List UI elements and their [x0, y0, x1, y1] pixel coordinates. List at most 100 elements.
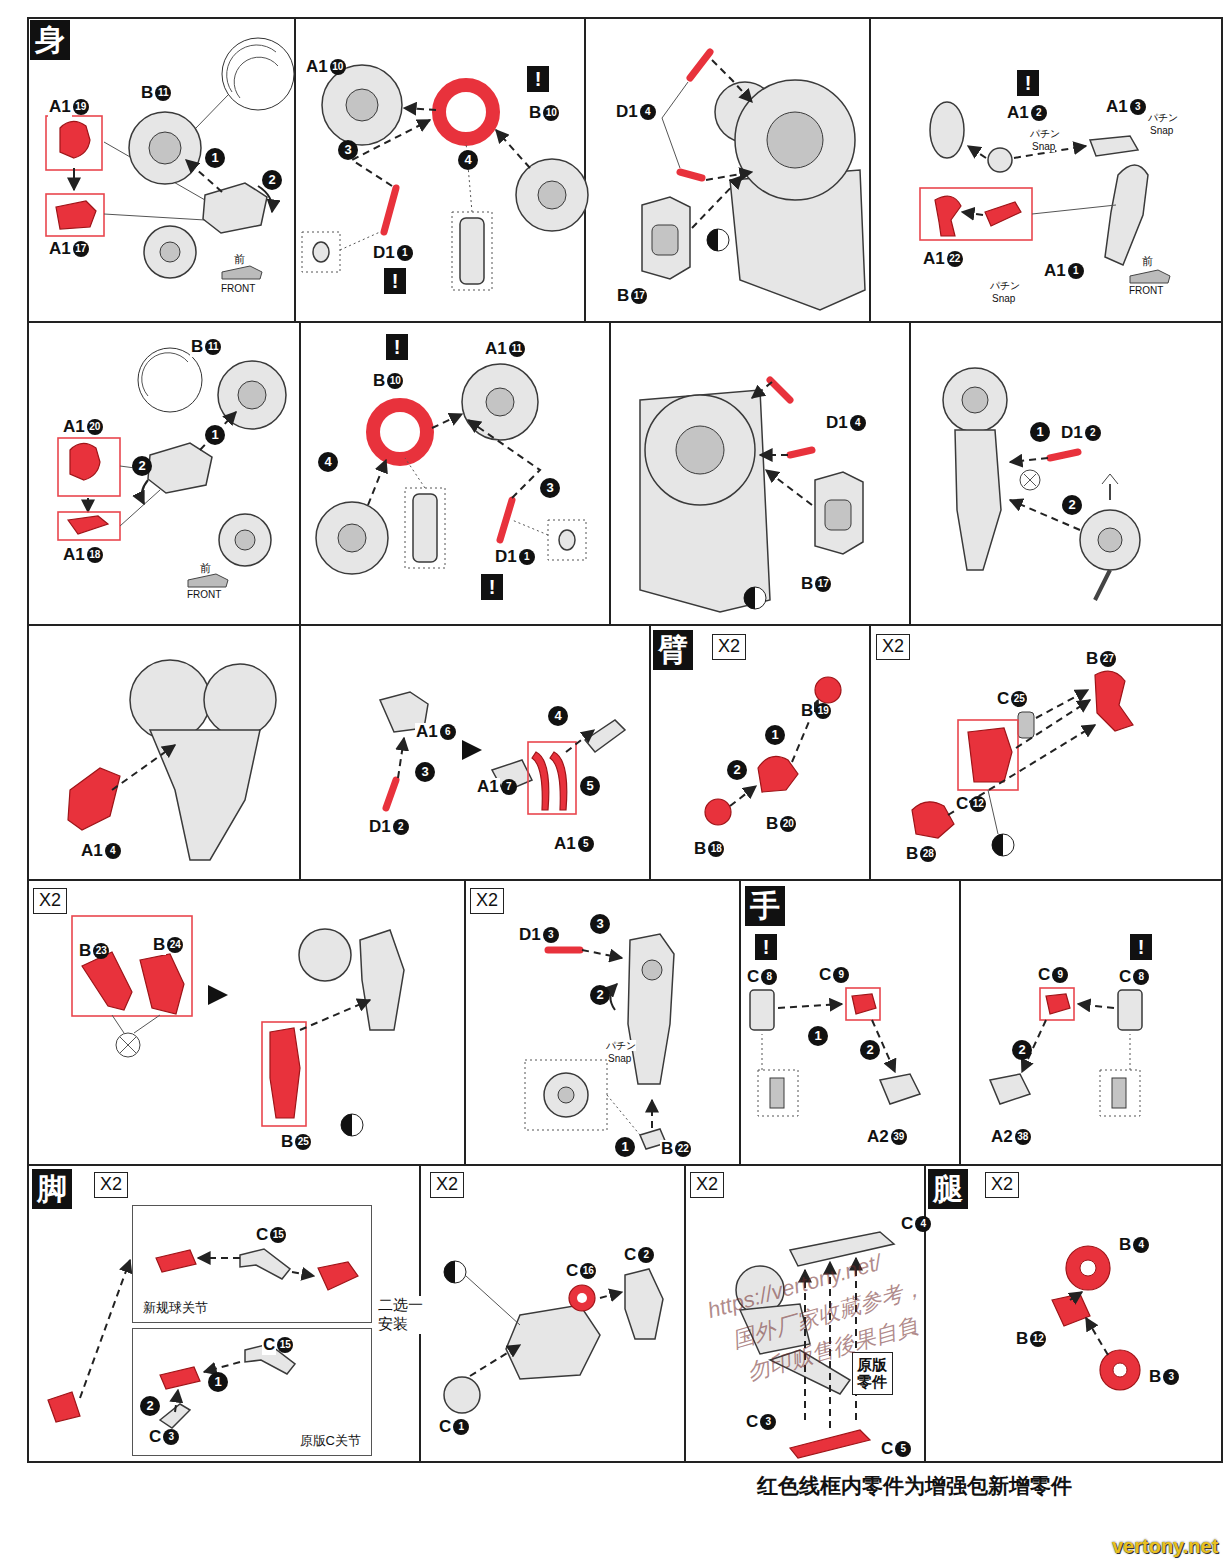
part-number: 9	[833, 967, 849, 983]
part-outline	[582, 950, 622, 958]
part-outline	[295, 18, 870, 322]
part-outline	[585, 720, 625, 752]
part-name: A1	[62, 418, 86, 437]
part-number: 1	[519, 549, 535, 565]
part-outline	[462, 740, 482, 760]
part-name: C	[623, 1246, 637, 1265]
part-name: B	[78, 942, 92, 961]
part-number: 5	[895, 1441, 911, 1457]
part-round	[149, 132, 181, 164]
node-text: !	[489, 576, 496, 598]
snap-note: パチン	[1030, 128, 1060, 139]
part-round	[486, 388, 514, 416]
part-outline	[404, 108, 436, 110]
part-frame	[548, 520, 586, 560]
original-part-tag: 原版零件	[852, 1352, 893, 1395]
part-outline	[60, 121, 90, 158]
part-name: B	[616, 287, 630, 306]
node-text: !	[763, 936, 770, 958]
part-round	[544, 1073, 588, 1117]
part-number: 11	[155, 85, 171, 101]
part-outline	[300, 625, 870, 880]
snap-note: パチン	[606, 1040, 636, 1051]
part-outline	[1010, 458, 1048, 462]
part-outline	[607, 1095, 640, 1135]
part-name: B	[905, 845, 919, 864]
node-text: X2	[718, 636, 740, 656]
part-number: 28	[920, 846, 936, 862]
part-outline	[465, 880, 960, 1165]
part-round	[144, 226, 196, 278]
part-outline	[468, 420, 540, 498]
quantity-badge: X2	[430, 1172, 464, 1198]
part-frame	[262, 1022, 306, 1126]
part-round	[129, 112, 201, 184]
part-name: B	[372, 372, 386, 391]
part-outline	[80, 1260, 130, 1398]
node-text: X2	[696, 1174, 718, 1194]
part-name: B	[190, 338, 204, 357]
part-frame	[46, 194, 104, 236]
section-header: 臂	[653, 630, 693, 670]
node-text: X2	[991, 1174, 1013, 1194]
part-number: 22	[675, 1141, 691, 1157]
part-number: 15	[270, 1227, 286, 1243]
part-name: A2	[866, 1128, 890, 1147]
part-name: A1	[48, 98, 72, 117]
part-frame	[770, 1078, 784, 1108]
node-text: 原版零件	[857, 1356, 888, 1391]
step-number: 1	[765, 725, 785, 745]
step-number: 1	[208, 1372, 228, 1392]
part-outline	[532, 752, 549, 810]
part-name: C	[745, 1413, 759, 1432]
front-mark: 前	[234, 253, 245, 265]
part-round	[558, 1087, 574, 1103]
part-outline	[642, 197, 690, 279]
part-round	[439, 85, 493, 139]
part-frame	[58, 512, 120, 540]
snap-note: Snap	[992, 293, 1015, 304]
part-outline	[175, 1390, 178, 1412]
part-number: 3	[760, 1414, 776, 1430]
part-number: 10	[387, 373, 403, 389]
quantity-badge: X2	[690, 1172, 724, 1198]
part-round	[313, 242, 329, 262]
part-outline	[150, 730, 260, 860]
part-name: D1	[1060, 424, 1084, 443]
step-number: 2	[860, 1040, 880, 1060]
part-name: A1	[415, 723, 439, 742]
part-number: 2	[1085, 425, 1101, 441]
part-frame	[1018, 712, 1034, 738]
part-round	[444, 1377, 480, 1413]
caution-badge: !	[1130, 934, 1152, 960]
part-outline	[222, 266, 262, 279]
part-name: C	[1118, 968, 1132, 987]
part-outline	[778, 1004, 842, 1008]
part-name: A1	[80, 842, 104, 861]
front-mark: FRONT	[187, 589, 221, 600]
part-number: 6	[440, 724, 456, 740]
part-name: C	[438, 1418, 452, 1437]
part-outline	[852, 994, 876, 1014]
part-outline	[992, 834, 1003, 856]
part-outline	[68, 768, 120, 830]
part-round	[569, 1285, 595, 1311]
part-outline	[792, 700, 818, 762]
part-frame	[1040, 988, 1074, 1020]
part-number: 3	[1163, 1369, 1179, 1385]
node-text: !	[535, 68, 542, 90]
part-round	[642, 960, 662, 980]
part-round	[116, 1033, 140, 1057]
part-round	[160, 242, 180, 262]
part-frame	[452, 212, 492, 290]
part-round	[577, 1293, 587, 1303]
snap-note: パチン	[990, 280, 1020, 291]
part-name: D1	[518, 926, 542, 945]
part-pin	[770, 380, 790, 400]
part-name: A1	[62, 546, 86, 565]
part-outline	[368, 460, 386, 505]
part-round	[815, 677, 841, 703]
quantity-badge: X2	[94, 1172, 128, 1198]
part-number: 12	[1030, 1331, 1046, 1347]
part-name: B	[1118, 1236, 1132, 1255]
